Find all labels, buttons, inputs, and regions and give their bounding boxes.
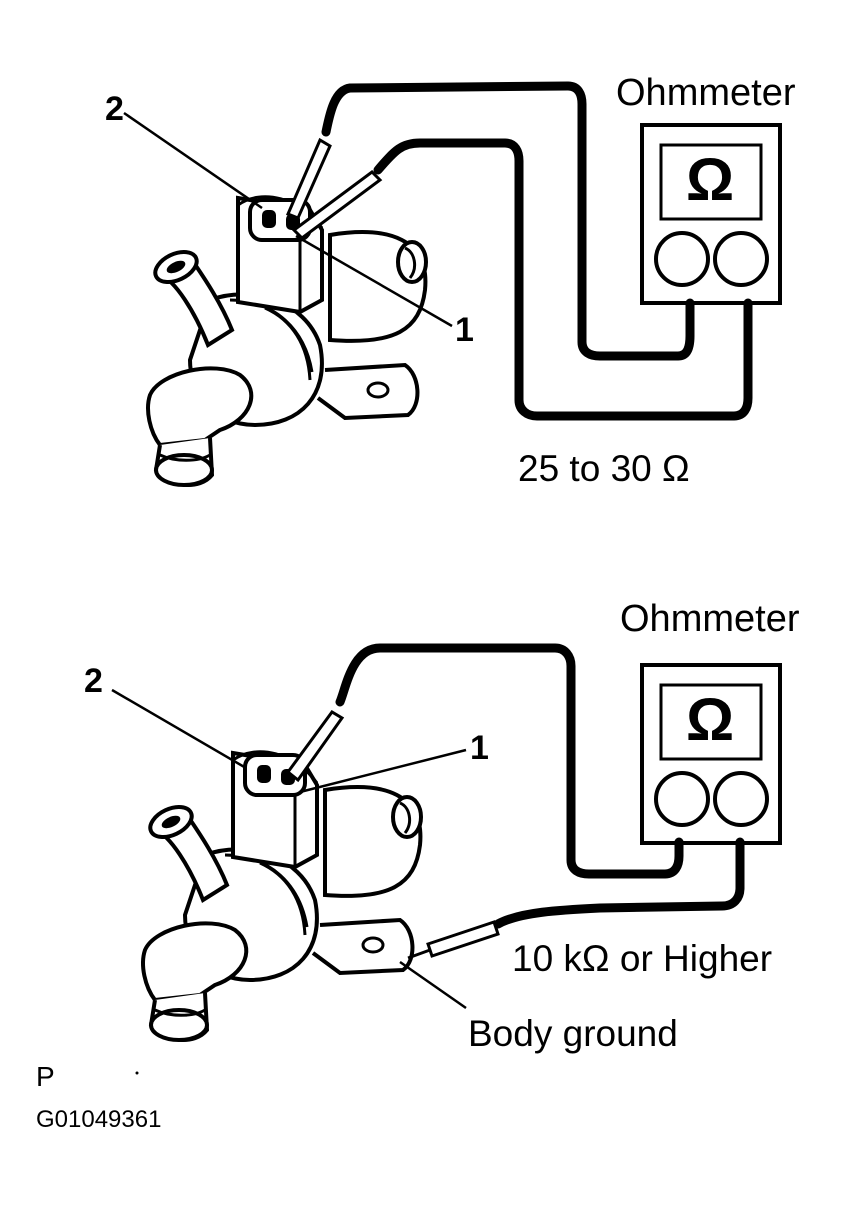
top-resistance-reading: 25 to 30 Ω <box>518 448 690 489</box>
corner-letter: P <box>36 1061 55 1092</box>
bottom-ohm-symbol: Ω <box>686 686 735 753</box>
body-ground-label: Body ground <box>468 1013 678 1054</box>
bottom-valve-illustration <box>141 749 423 1043</box>
bottom-leader-1 <box>299 748 467 794</box>
bottom-callout-2: 2 <box>84 662 103 700</box>
top-valve-illustration <box>146 194 428 488</box>
top-probe-a <box>286 81 695 361</box>
body-ground-leader <box>399 960 467 1010</box>
bottom-probe-ground <box>407 837 745 960</box>
bottom-callout-1: 1 <box>470 729 489 767</box>
top-leader-1 <box>295 234 453 328</box>
top-callout-1: 1 <box>455 311 474 349</box>
top-ohmmeter-label: Ohmmeter <box>616 72 796 114</box>
bottom-ohmmeter-label: Ohmmeter <box>620 598 800 640</box>
figure-id: G01049361 <box>36 1106 162 1133</box>
bottom-resistance-reading: 10 kΩ or Higher <box>512 938 773 979</box>
top-ohm-symbol: Ω <box>686 146 735 213</box>
bottom-probe-connector <box>285 643 684 879</box>
top-leader-2 <box>123 111 263 210</box>
top-callout-2: 2 <box>105 90 124 128</box>
bottom-leader-2 <box>111 688 247 770</box>
top-probe-b <box>291 138 753 421</box>
